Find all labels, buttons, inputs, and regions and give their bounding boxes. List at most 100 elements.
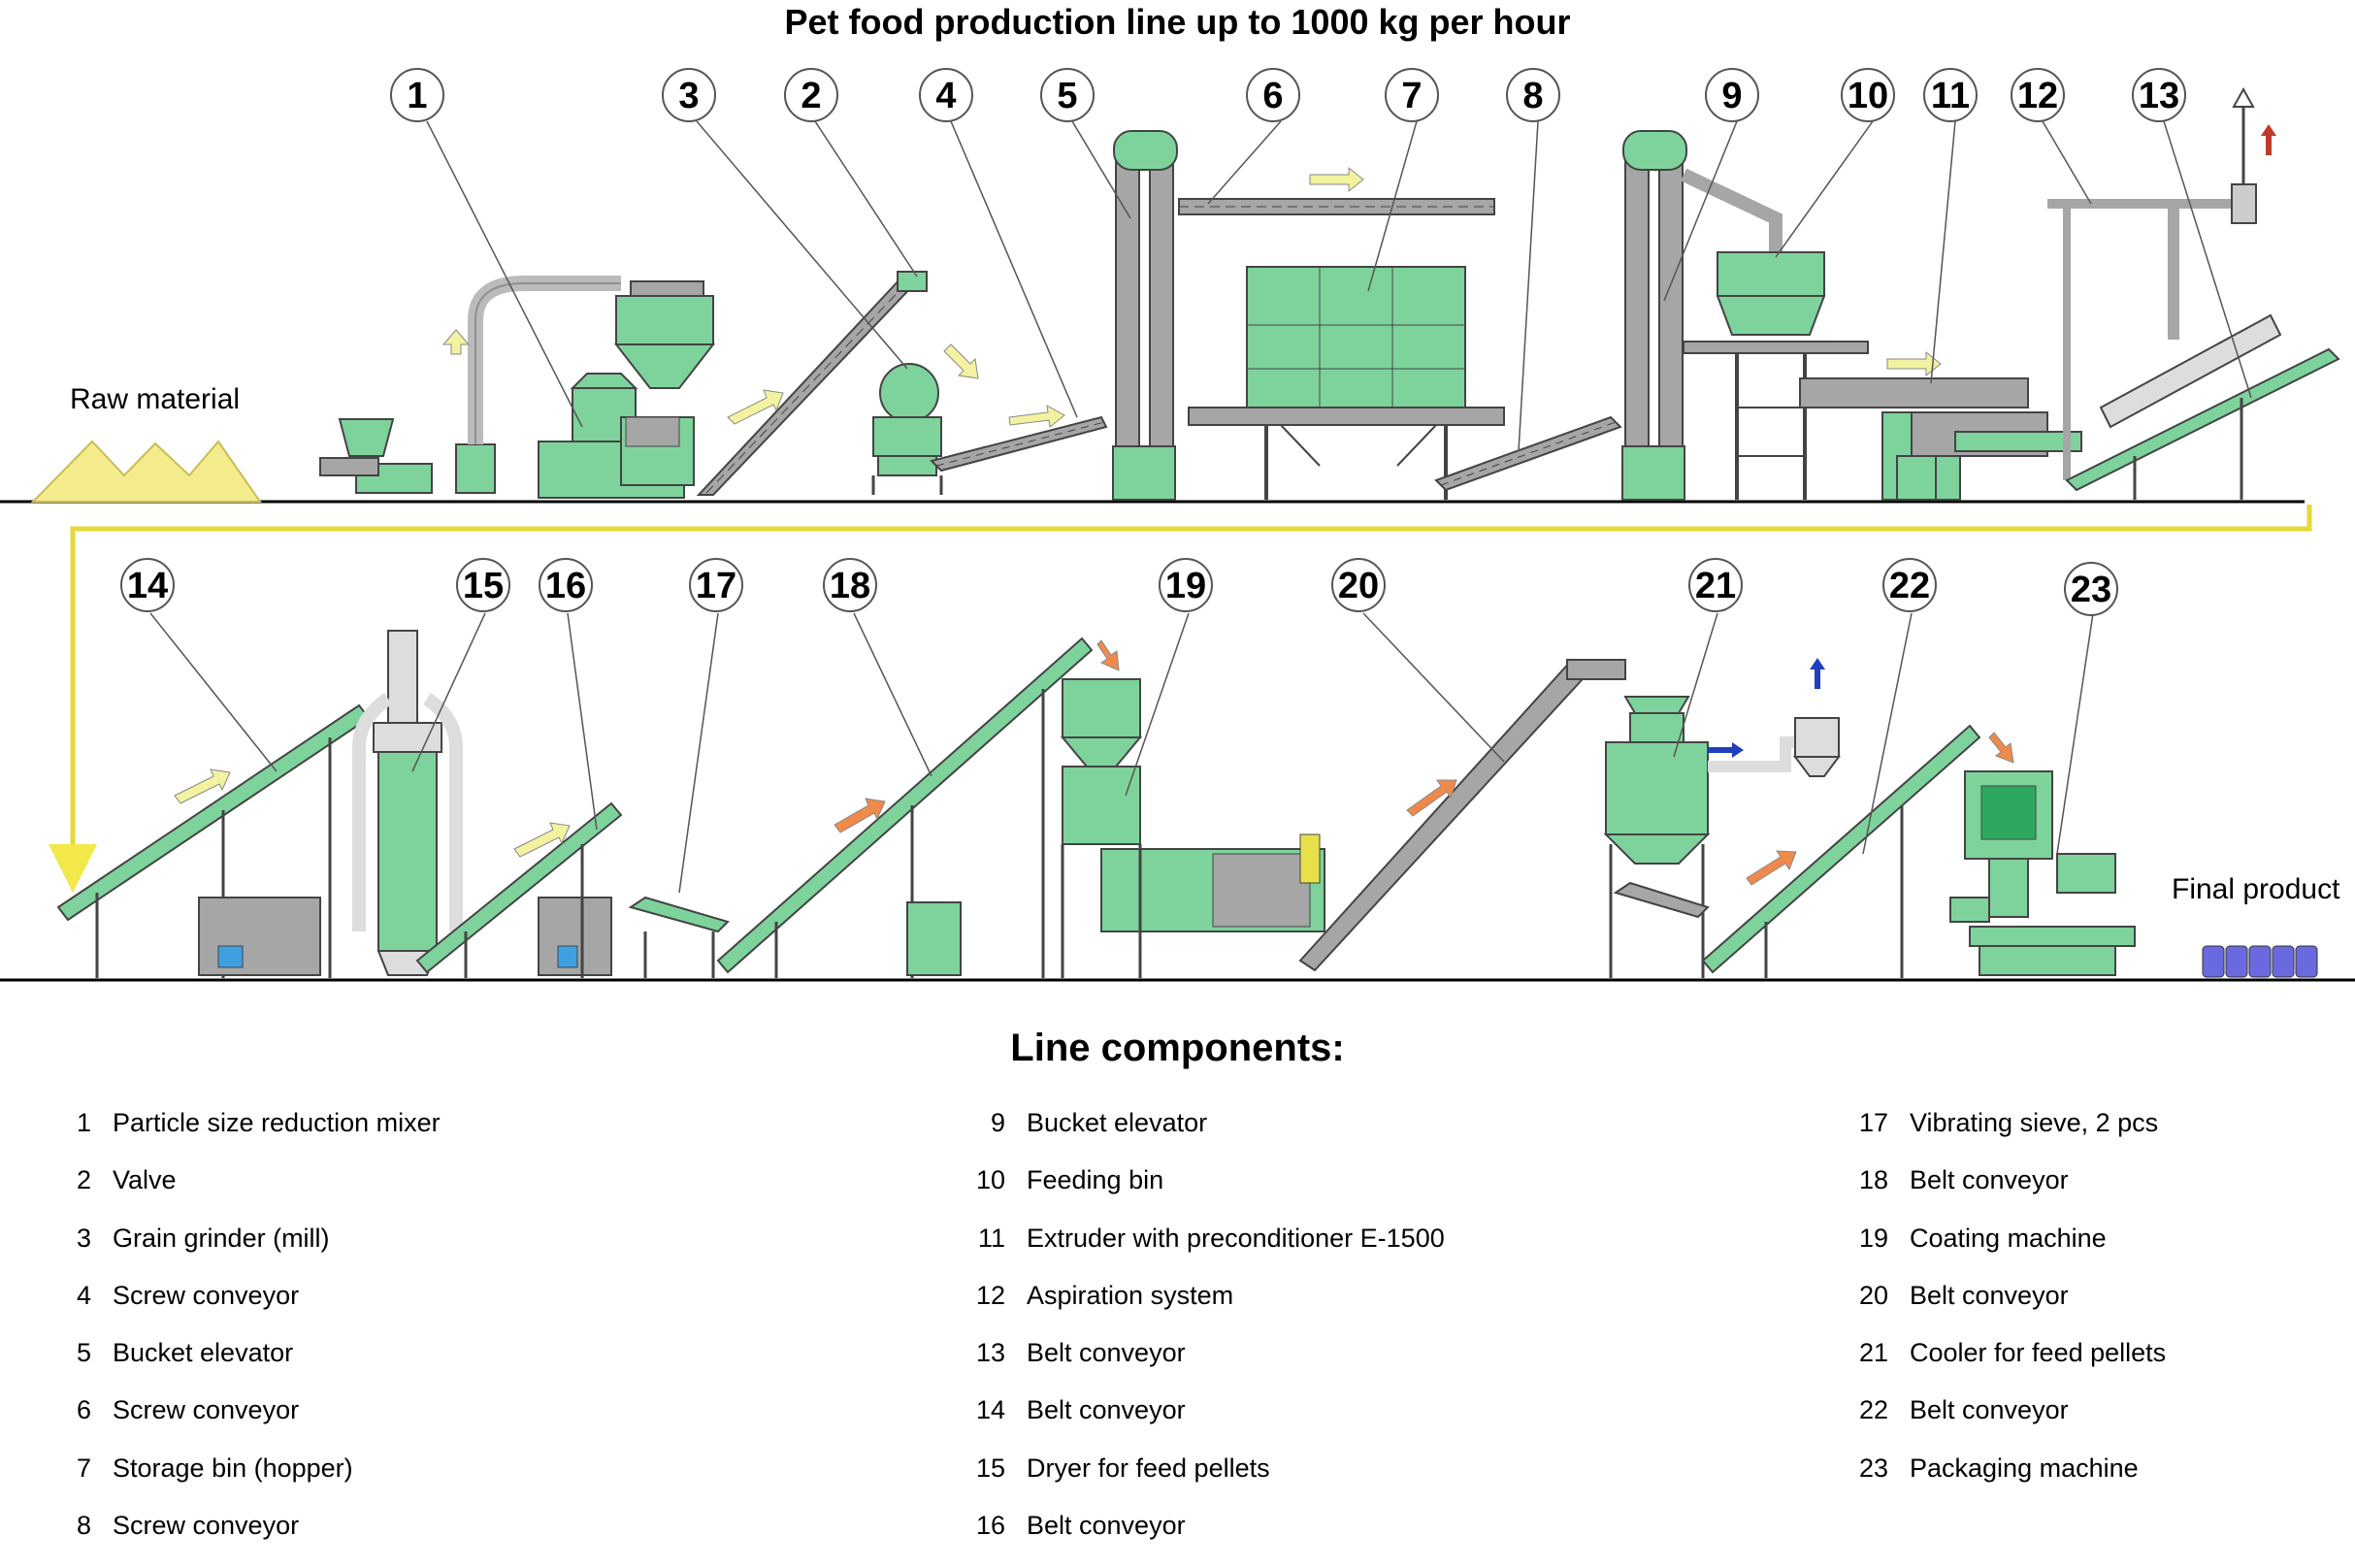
callout-number: 4: [935, 76, 956, 116]
callout-number: 16: [545, 566, 586, 606]
callout-circle: [823, 558, 877, 612]
legend-label: Valve: [113, 1165, 177, 1195]
legend-item: 8 Screw conveyor: [47, 1511, 441, 1568]
machine-screw-conveyor-4: [930, 415, 1108, 473]
machine-coating-machine: [906, 678, 1325, 978]
callout-circle: [2064, 562, 2118, 616]
legend-number: 1: [76, 1108, 91, 1137]
callout-circle: [1705, 68, 1759, 122]
legend-number: 22: [1858, 1395, 1888, 1425]
legend-label: Particle size reduction mixer: [113, 1108, 441, 1137]
legend-number: 5: [76, 1338, 91, 1368]
legend-number: 10: [975, 1165, 1005, 1195]
callout-number: 19: [1165, 566, 1206, 606]
legend-item: 22 Belt conveyor: [1844, 1395, 2166, 1453]
legend-item: 7 Storage bin (hopper): [47, 1454, 441, 1511]
legend-item: 16 Belt conveyor: [961, 1511, 1445, 1568]
callout-circle: [1841, 68, 1895, 122]
machine-screw-conveyor-8: [1434, 415, 1622, 492]
legend-label: Cooler for feed pellets: [1910, 1338, 2167, 1368]
callout-circle: [120, 558, 175, 612]
callout-number: 1: [407, 76, 427, 116]
callout-circle: [456, 558, 510, 612]
callout-circle: [662, 68, 716, 122]
components-heading: Line components:: [1010, 1027, 1345, 1069]
callout-circle: [390, 68, 444, 122]
legend-number: 14: [975, 1395, 1005, 1425]
diagram-title: Pet food production line up to 1000 kg p…: [784, 2, 1571, 42]
flow-connector-line: [49, 505, 2312, 893]
legend-label: Bucket elevator: [113, 1338, 294, 1368]
callout-number: 22: [1889, 566, 1930, 606]
legend-label: Belt conveyor: [1027, 1395, 1186, 1425]
legend-number: 17: [1858, 1108, 1888, 1137]
callout-number: 7: [1401, 76, 1422, 116]
callout-number: 6: [1262, 76, 1283, 116]
legend-number: 6: [76, 1395, 91, 1425]
legend-item: 5 Bucket elevator: [47, 1338, 441, 1395]
legend-number: 20: [1858, 1280, 1888, 1310]
callout-number: 10: [1848, 76, 1888, 116]
legend-number: 21: [1858, 1338, 1888, 1368]
final-product-bags: [2202, 945, 2318, 978]
callout-number: 14: [127, 566, 168, 606]
legend-label: Belt conveyor: [1027, 1338, 1186, 1368]
legend-label: Extruder with preconditioner E-1500: [1027, 1223, 1445, 1253]
legend-number: 8: [76, 1511, 91, 1541]
callout-number: 11: [1931, 76, 1970, 116]
callout-circle: [1159, 558, 1213, 612]
legend-number: 2: [76, 1165, 91, 1195]
legend-item: 14 Belt conveyor: [961, 1395, 1445, 1453]
legend-label: Aspiration system: [1027, 1280, 1234, 1310]
legend-label: Bucket elevator: [1027, 1108, 1208, 1137]
machine-belt-conveyor-20: [1298, 658, 1626, 972]
callout-circle: [2132, 68, 2186, 122]
callout-number: 23: [2071, 570, 2111, 610]
machine-packaging: [1949, 770, 2136, 976]
callout-circle: [1246, 68, 1300, 122]
machine-belt-conveyor-16: [415, 801, 623, 978]
legend-label: Storage bin (hopper): [113, 1453, 353, 1483]
callout-number: 21: [1695, 566, 1736, 606]
machine-bucket-elevator-9: [1621, 130, 1783, 501]
callout-circle: [919, 68, 973, 122]
legend-label: Coating machine: [1910, 1223, 2107, 1253]
callout-circle: [2011, 68, 2065, 122]
callout-number: 13: [2139, 76, 2179, 116]
machine-belt-conveyor-13: [2065, 347, 2340, 500]
legend-number: 9: [990, 1108, 1005, 1137]
legend-item: 1 Particle size reduction mixer: [47, 1108, 441, 1165]
legend-number: 18: [1858, 1165, 1888, 1195]
machine-bucket-elevator-5: [1112, 130, 1178, 501]
legend-label: Belt conveyor: [1910, 1280, 2069, 1310]
callout-number: 5: [1057, 76, 1077, 116]
legend-label: Packaging machine: [1910, 1453, 2139, 1483]
legend-label: Belt conveyor: [1027, 1511, 1186, 1541]
callout-number: 12: [2017, 76, 2058, 116]
callout-number: 15: [463, 566, 504, 606]
legend-label: Belt conveyor: [1910, 1395, 2069, 1425]
legend-number: 16: [975, 1511, 1005, 1541]
callout-circle: [539, 558, 593, 612]
legend-label: Screw conveyor: [113, 1395, 300, 1425]
callout-circle: [689, 558, 743, 612]
machine-vibrating-sieve: [628, 896, 730, 978]
callout-number: 9: [1721, 76, 1742, 116]
callout-circle: [1331, 558, 1386, 612]
legend-item: 20 Belt conveyor: [1844, 1281, 2166, 1338]
legend-label: Screw conveyor: [113, 1511, 300, 1541]
legend-label: Grain grinder (mill): [113, 1223, 330, 1253]
callout-leader-lines: [149, 120, 2252, 894]
callout-number: 2: [801, 76, 821, 116]
legend-number: 15: [975, 1453, 1005, 1483]
legend-number: 7: [76, 1453, 91, 1483]
